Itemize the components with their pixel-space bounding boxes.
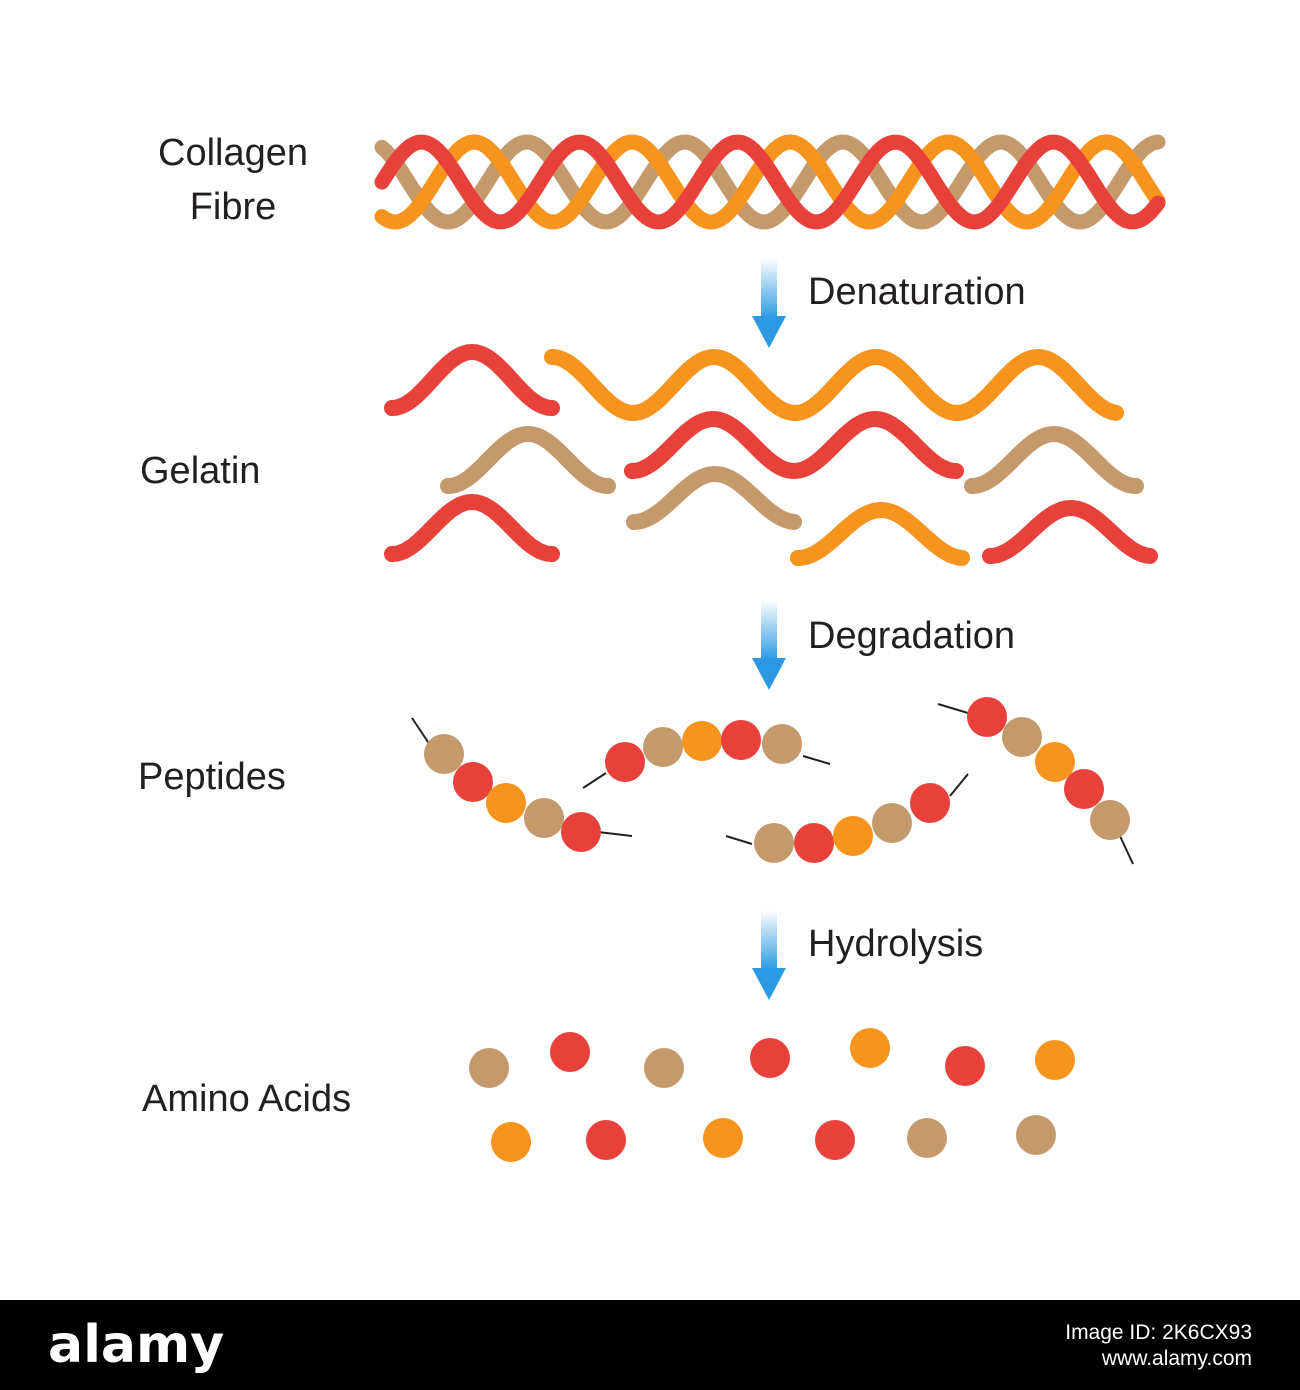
gelatin-strand-1 [384, 343, 560, 416]
peptide-bead-2 [794, 823, 834, 863]
peptide-bead-3 [1035, 742, 1075, 782]
denaturation-arrow [752, 258, 786, 348]
peptide-bead-5 [762, 724, 802, 764]
footer-info: Image ID: 2K6CX93 www.alamy.com [1065, 1320, 1252, 1372]
peptide-bead-4 [872, 803, 912, 843]
gelatin-strand-3 [440, 425, 616, 494]
step-degradation: Degradation [808, 615, 1016, 657]
gelatin-strand-7 [626, 465, 802, 530]
peptide-bead-5 [910, 783, 950, 823]
helix-strand-red [374, 134, 1166, 230]
gelatin-strand-8 [790, 501, 970, 566]
gelatin-strand-2 [544, 348, 1124, 422]
alamy-logo: alamy [48, 1315, 225, 1375]
label-collagen-fibre: Collagen Fibre [158, 132, 308, 228]
peptide-bond-end-2 [597, 831, 633, 837]
label-peptides: Peptides [138, 756, 286, 798]
gelatin-strand-5 [964, 426, 1144, 494]
peptide-chain-1 [411, 717, 633, 852]
peptide-bond-end-1 [725, 835, 753, 845]
gelatin-strand-6 [384, 493, 560, 562]
helix-strand-orange [374, 134, 1166, 230]
step-hydrolysis: Hydrolysis [808, 923, 984, 965]
gelatin-strand-4 [624, 410, 964, 479]
amino-acid-10 [703, 1118, 743, 1158]
amino-acid-6 [945, 1046, 985, 1086]
peptide-bond-end-2 [949, 773, 969, 797]
peptide-chain-3 [725, 773, 969, 863]
peptide-bead-1 [754, 823, 794, 863]
amino-acid-2 [550, 1032, 590, 1072]
collagen-breakdown-diagram [374, 134, 1166, 1162]
amino-acid-5 [850, 1028, 890, 1068]
amino-acid-beads [469, 1028, 1075, 1162]
peptide-bead-3 [682, 721, 722, 761]
amino-acid-1 [469, 1048, 509, 1088]
gelatin-strands [384, 343, 1158, 566]
peptide-bead-3 [833, 816, 873, 856]
peptide-chains [411, 697, 1134, 865]
peptide-bond-end-1 [937, 703, 969, 714]
peptide-bead-5 [561, 812, 601, 852]
peptide-bond-end-1 [411, 717, 431, 746]
peptide-bead-2 [453, 762, 493, 802]
amino-acid-3 [644, 1048, 684, 1088]
peptide-bead-4 [524, 798, 564, 838]
label-amino-acids: Amino Acids [142, 1078, 352, 1120]
peptide-bead-5 [1090, 800, 1130, 840]
step-denaturation: Denaturation [808, 271, 1026, 313]
peptide-bond-end-2 [1119, 835, 1134, 865]
peptide-bond-end-2 [802, 755, 831, 765]
amino-acid-12 [907, 1118, 947, 1158]
amino-acid-11 [815, 1120, 855, 1160]
degradation-arrow [752, 600, 786, 690]
peptide-bond-end-1 [582, 772, 607, 789]
peptide-bead-4 [1064, 769, 1104, 809]
site-url: www.alamy.com [1101, 1347, 1252, 1370]
gelatin-strand-9 [982, 499, 1158, 564]
peptide-chain-2 [582, 720, 831, 789]
amino-acid-13 [1016, 1115, 1056, 1155]
peptide-bead-2 [1002, 717, 1042, 757]
amino-acid-8 [491, 1122, 531, 1162]
peptide-bead-2 [643, 727, 683, 767]
label-gelatin: Gelatin [140, 450, 261, 492]
peptide-chain-4 [937, 697, 1134, 865]
peptide-bead-4 [721, 720, 761, 760]
hydrolysis-arrow [752, 910, 786, 1000]
peptide-bead-1 [967, 697, 1007, 737]
collagen-fibre-helix [374, 134, 1166, 230]
peptide-bead-1 [605, 742, 645, 782]
amino-acid-7 [1035, 1040, 1075, 1080]
peptide-bead-1 [424, 734, 464, 774]
peptide-bead-3 [486, 783, 526, 823]
amino-acid-9 [586, 1120, 626, 1160]
image-id: Image ID: 2K6CX93 [1065, 1321, 1252, 1344]
watermark-footer: alamy Image ID: 2K6CX93 www.alamy.com [0, 1300, 1300, 1390]
amino-acid-4 [750, 1038, 790, 1078]
